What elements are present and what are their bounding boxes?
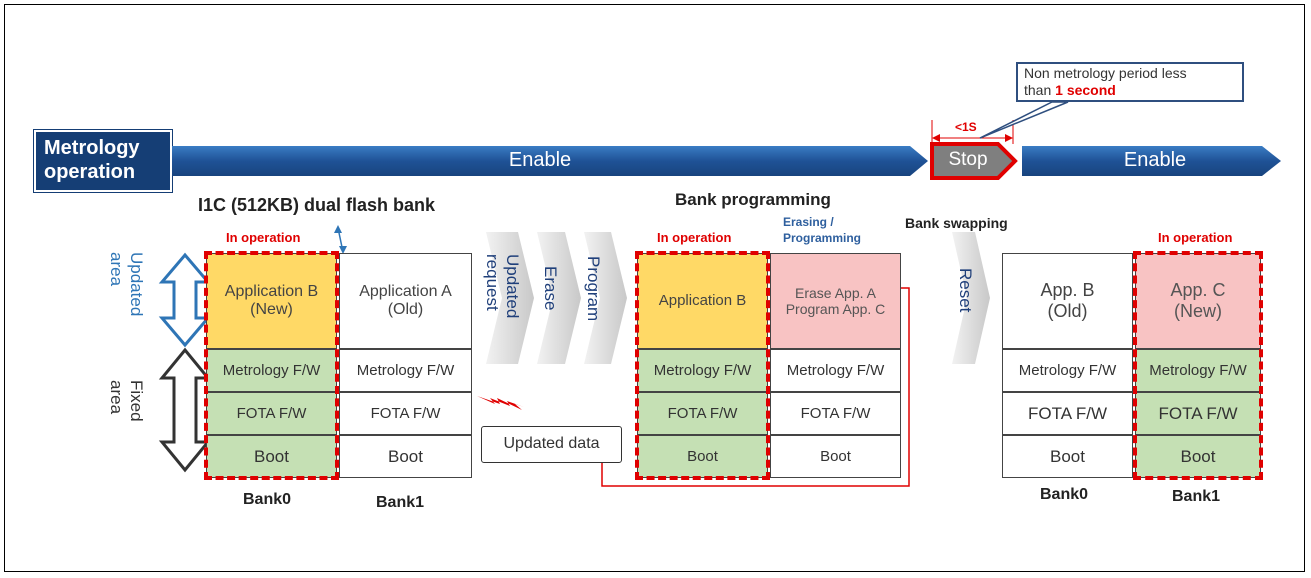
callout-highlight: 1 second	[1055, 82, 1116, 98]
diagram-frame	[4, 4, 1305, 572]
section1-title: I1C (512KB) dual flash bank	[198, 195, 436, 215]
callout-pointer	[979, 101, 1069, 139]
s2-bank0-app: Application B	[637, 253, 768, 349]
stop-bar	[930, 142, 1018, 180]
s2-bank1-boot: Boot	[770, 435, 901, 478]
section3-title: Bank swapping	[905, 215, 1008, 231]
step-program: Program	[584, 256, 603, 322]
s1-bank0-metrology: Metrology F/W	[206, 349, 337, 392]
chevron-updated-request	[486, 232, 534, 364]
updated-data-box: Updated data	[481, 426, 622, 463]
lt-1s-label: <1S	[955, 120, 977, 134]
s2-bank1-fota: FOTA F/W	[770, 392, 901, 435]
chevron-erase	[537, 232, 581, 364]
s3-bank1-fota: FOTA F/W	[1135, 392, 1261, 435]
s1-bank1-fota: FOTA F/W	[339, 392, 472, 435]
s1-bank1-label: Bank1	[376, 494, 425, 511]
chevron-program	[584, 232, 627, 364]
s1-bank1-metrology: Metrology F/W	[339, 349, 472, 392]
data-path	[601, 287, 910, 487]
updated-area-label: Updated area	[107, 252, 146, 317]
section1-in-operation: In operation	[226, 230, 301, 245]
section2-in-operation: In operation	[657, 230, 732, 245]
s1-bank0-boot: Boot	[206, 435, 337, 478]
enable-bar-right	[1022, 146, 1281, 176]
s2-bank0-fota: FOTA F/W	[637, 392, 768, 435]
s3-bank0-app: App. B (Old)	[1002, 253, 1133, 349]
s1-bank0-app: Application B (New)	[206, 253, 337, 349]
s3-bank1-label: Bank1	[1172, 488, 1221, 505]
s2-bank1-metrology: Metrology F/W	[770, 349, 901, 392]
step-updated-request: Updated request	[483, 254, 522, 319]
stop-label: Stop	[948, 149, 988, 170]
fixed-area-label: Fixed area	[107, 380, 146, 422]
updated-area-arrow	[158, 252, 212, 348]
s3-bank0-metrology: Metrology F/W	[1002, 349, 1133, 392]
step-erase: Erase	[541, 266, 560, 311]
callout-line2: than 1 second	[1024, 82, 1116, 98]
enable-label-right: Enable	[1123, 149, 1187, 171]
s2-bank0-boot: Boot	[637, 435, 768, 478]
s1-bank0-label: Bank0	[243, 491, 292, 508]
chevron-reset	[952, 232, 990, 364]
s3-bank0-boot: Boot	[1002, 435, 1133, 478]
fixed-area-arrow	[158, 347, 212, 473]
s1-bank1-app: Application A (Old)	[339, 253, 472, 349]
s3-bank1-metrology: Metrology F/W	[1135, 349, 1261, 392]
step-reset: Reset	[956, 268, 975, 313]
section2-erasing-label: Erasing / Programming	[783, 215, 862, 245]
lightning-icon	[477, 396, 524, 410]
enable-label-left: Enable	[508, 149, 572, 171]
enable-bar-left	[172, 146, 928, 176]
s3-bank1-highlight	[1133, 251, 1263, 480]
s2-bank1-app: Erase App. A Program App. C	[770, 253, 901, 349]
s1-bank0-highlight	[204, 251, 339, 480]
section2-title: Bank programming	[675, 190, 831, 209]
s3-bank0-fota: FOTA F/W	[1002, 392, 1133, 435]
metrology-operation-label: Metrology operation	[34, 130, 172, 192]
callout-line1: Non metrology period less	[1024, 65, 1187, 81]
callout-box: Non metrology period less than 1 second	[1016, 62, 1244, 102]
s3-bank1-app: App. C (New)	[1135, 253, 1261, 349]
s1-bank0-fota: FOTA F/W	[206, 392, 337, 435]
section3-in-operation: In operation	[1158, 230, 1233, 245]
s1-bank1-boot: Boot	[339, 435, 472, 478]
s3-bank0-label: Bank0	[1040, 486, 1089, 503]
s2-bank0-highlight	[635, 251, 770, 480]
